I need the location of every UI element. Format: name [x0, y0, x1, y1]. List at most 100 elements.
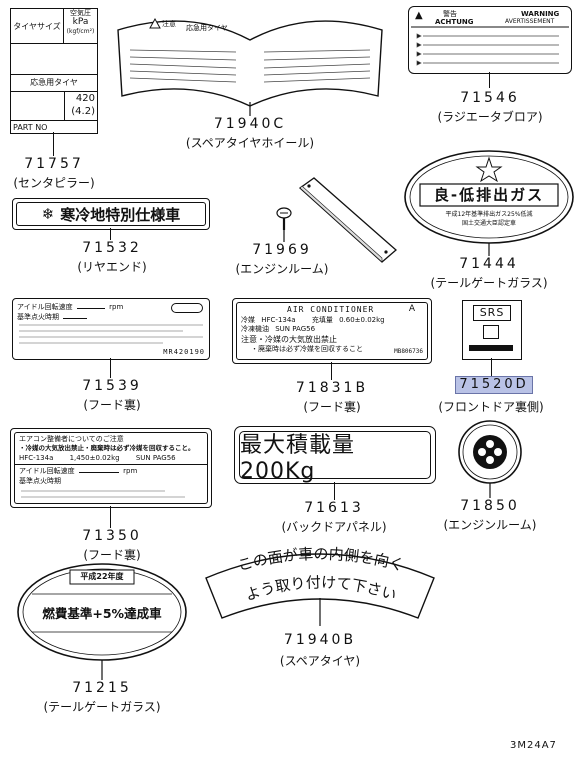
idle-speed-71350: アイドル回転速度: [19, 467, 75, 475]
warning-text-71940c: 注意: [162, 20, 176, 28]
screw-icon: [276, 207, 292, 230]
text-lines-71350: [21, 490, 185, 498]
line1-71940b-path: この面が車の内側を向く: [236, 545, 406, 575]
divider-71350: [15, 464, 207, 465]
row1-71831b: 冷媒 HFC-134a 充填量 0.60±0.02kg: [241, 316, 427, 325]
line2-71940b: よう取り付けて下さい: [243, 573, 399, 604]
part-number-71215[interactable]: 71215: [72, 680, 132, 696]
leader-71520d: [491, 358, 492, 376]
table-value-cell: 420 (4.2): [64, 92, 97, 120]
row-71350: HFC-134a 1,450±0.02kg SUN PAG56: [19, 454, 176, 463]
leader-71613: [334, 482, 335, 500]
caption-71444: (テールゲートガラス): [430, 276, 548, 290]
cap-flower-icon: [478, 440, 502, 464]
part-number-71532[interactable]: 71532: [82, 240, 142, 256]
line2-71539: 基準点火時期: [17, 313, 205, 322]
caption-71532: (リヤエンド): [77, 260, 147, 274]
oil-value: SUN PAG56: [275, 325, 316, 333]
table-cell-tire-size: タイヤサイズ: [11, 9, 64, 44]
part-no-text: PART NO: [13, 123, 48, 132]
row4-71831b: ・廃棄時は必ず冷媒を回収すること: [251, 345, 363, 353]
caption-71969: (エンジンルーム): [235, 262, 329, 276]
label-71831b[interactable]: AIR CONDITIONER A 冷媒 HFC-134a 充填量 0.60±0…: [232, 298, 432, 364]
leader-71350: [110, 506, 111, 528]
label-71546[interactable]: ▲ 警告 ACHTUNG WARNING AVERTISSEMENT: [408, 6, 572, 74]
warn-jp-text: 警告: [443, 10, 457, 18]
warning-triangle-icon: ▲: [415, 10, 423, 21]
caption-71613: (バックドアパネル): [281, 520, 387, 534]
caption-71546: (ラジエータブロア): [437, 110, 543, 124]
label-71520d[interactable]: SRS: [462, 300, 522, 360]
sub1-71444: 平成12年基準排出ガス25%低減: [445, 211, 533, 218]
line5-71350: 基準点火時期: [19, 477, 61, 486]
caption-71520d: (フロントドア裏側): [438, 400, 544, 414]
caption-71215: (テールゲートガラス): [43, 700, 161, 714]
leader-71532: [110, 228, 111, 240]
sub2-71444: 国土交通大臣認定車: [461, 220, 516, 227]
srs-text: SRS: [479, 306, 505, 319]
line1-71539: アイドル回転速度 rpm: [17, 303, 205, 312]
ignition-timing-text: 基準点火時期: [17, 313, 59, 321]
label-71539[interactable]: アイドル回転速度 rpm 基準点火時期 MR420190: [12, 298, 210, 360]
text-71613: 最大積載量200Kg: [240, 432, 356, 484]
leader-71831b: [331, 362, 332, 380]
part-number-71350[interactable]: 71350: [82, 528, 142, 544]
part-number-71444[interactable]: 71444: [459, 256, 519, 272]
tire-size-text: タイヤサイズ: [13, 21, 61, 31]
label-71613[interactable]: 最大積載量200Kg: [234, 426, 436, 484]
warn-en-text: WARNING: [521, 10, 560, 18]
refrigerant-label: 冷媒: [241, 316, 255, 324]
oil-label: 冷凍機油: [241, 325, 269, 333]
table-empty-cell: [11, 44, 97, 75]
inner-71831b: AIR CONDITIONER A 冷媒 HFC-134a 充填量 0.60±0…: [236, 302, 428, 360]
part-number-71850[interactable]: 71850: [460, 498, 520, 514]
label-71350[interactable]: エアコン整備者についてのご注意 ・冷媒の大気放出禁止・廃棄時は必ず冷媒を回収する…: [10, 428, 212, 508]
charge-value: 0.60±0.02kg: [339, 316, 385, 324]
idle-speed-text: アイドル回転速度: [17, 303, 73, 311]
caption-71539: (フード裏): [83, 398, 141, 412]
inner-border-71532: ❄ 寒冷地特別仕様車: [16, 202, 206, 226]
row2-71831b: 冷凍機油 SUN PAG56: [241, 325, 315, 334]
inner-71613: 最大積載量200Kg: [239, 431, 431, 484]
star-icon: [475, 156, 503, 183]
part-number-71539[interactable]: 71539: [82, 378, 142, 394]
caption-71940b: (スペアタイヤ): [279, 654, 361, 668]
text-71444: 良-低排出ガス: [433, 186, 545, 204]
line1-71350: ・冷媒の大気放出禁止・廃棄時は必ず冷媒を回収すること。: [19, 444, 195, 452]
code-71539: MR420190: [163, 348, 205, 356]
part-number-71831b[interactable]: 71831B: [295, 380, 369, 396]
oil-71350: SUN PAG56: [135, 454, 176, 462]
part-number-71940c[interactable]: 71940C: [213, 116, 287, 132]
leader-71757: [53, 132, 54, 156]
label-71532[interactable]: ❄ 寒冷地特別仕様車: [12, 198, 210, 230]
srs-box: SRS: [473, 305, 511, 321]
ignition-71350: 基準点火時期: [19, 477, 61, 485]
part-number-71613[interactable]: 71613: [304, 500, 364, 516]
rpm-unit-text: rpm: [109, 303, 124, 311]
part-number-71757[interactable]: 71757: [24, 156, 84, 172]
mark-71831b: A: [408, 304, 415, 314]
caption-71850: (エンジンルーム): [443, 518, 537, 532]
line2-71940b-path: よう取り付けて下さい: [243, 573, 399, 604]
line4-71350: アイドル回転速度 rpm: [19, 467, 137, 476]
oval-71539: [171, 303, 203, 313]
code-71831b: MB806736: [394, 348, 423, 355]
head-71350: エアコン整備者についてのご注意: [19, 435, 124, 443]
part-number-71940b[interactable]: 71940B: [283, 632, 357, 648]
part-number-71546[interactable]: 71546: [460, 90, 520, 106]
leader-71539: [110, 358, 111, 378]
reference-code: 3M24A7: [510, 740, 557, 751]
pressure-unit2-text: (kgf/cm²): [66, 28, 95, 35]
refrigerant-71350: HFC-134a: [19, 454, 54, 462]
title-71831b: AIR CONDITIONER: [287, 305, 375, 314]
part-number-71969[interactable]: 71969: [252, 242, 312, 258]
text-71532: 寒冷地特別仕様車: [60, 205, 181, 224]
pressure-value-text: 420: [75, 93, 95, 104]
label-71757[interactable]: タイヤサイズ 空気圧 kPa (kgf/cm²) 応急用タイヤ 420 (4.2…: [10, 8, 98, 134]
pressure-unit-text: kPa: [72, 17, 89, 27]
part-no-row: PART NO: [11, 120, 97, 133]
srs-strip: [469, 345, 513, 351]
rpm-71350: rpm: [123, 467, 138, 475]
part-number-71520d[interactable]: 71520D: [455, 376, 533, 394]
caption-71831b: (フード裏): [303, 400, 361, 414]
